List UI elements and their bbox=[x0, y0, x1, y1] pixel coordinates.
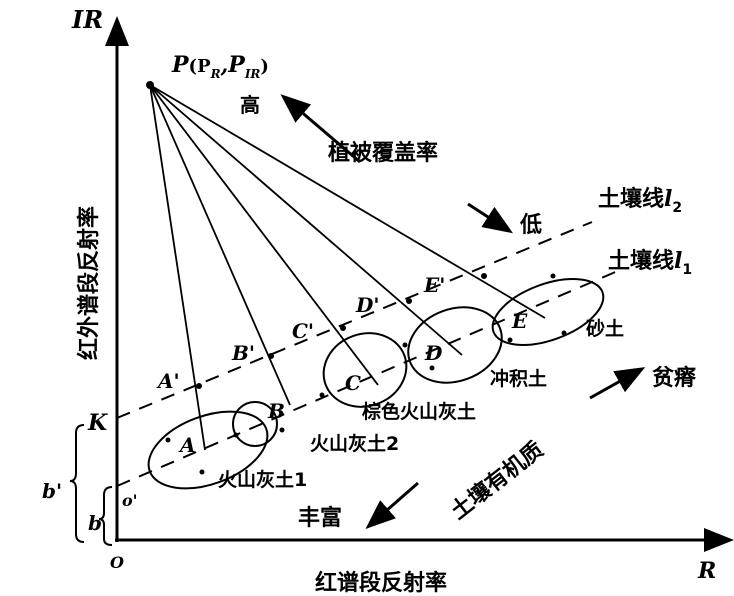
point-d-label: D bbox=[424, 341, 443, 365]
vegetation-low-label: 低 bbox=[519, 213, 542, 238]
b-prime-label: b' bbox=[42, 479, 62, 503]
origin-label: O bbox=[110, 553, 124, 572]
soil-label-5: 砂土 bbox=[586, 318, 624, 340]
vegetation-high-label: 高 bbox=[240, 93, 260, 117]
y-axis-label: IR bbox=[71, 5, 103, 34]
point-c-label: C bbox=[345, 371, 361, 395]
point-b-prime-label: B' bbox=[231, 341, 255, 365]
soil-label-3: 棕色火山灰土 bbox=[362, 400, 476, 423]
point-e-label: E bbox=[511, 309, 528, 333]
prime-points bbox=[196, 273, 487, 389]
arrow-up-right-icon bbox=[589, 367, 646, 400]
point-d-prime-label: D' bbox=[355, 293, 379, 317]
b-prime-brace bbox=[69, 424, 85, 543]
vegetation-title: 植被覆盖率 bbox=[328, 140, 438, 166]
x-axis-title: 红谱段反射率 bbox=[315, 570, 447, 596]
point-a-label: A bbox=[178, 433, 196, 457]
point-e-prime-label: E' bbox=[423, 273, 445, 297]
soil-dots bbox=[165, 273, 567, 475]
soil-line-l1 bbox=[116, 269, 621, 487]
b-label: b bbox=[88, 511, 102, 535]
b-brace bbox=[98, 486, 113, 546]
soil-line-l2-label: 土壤线l2 bbox=[598, 186, 682, 216]
point-a-prime-label: A' bbox=[156, 369, 180, 393]
projection-lines bbox=[149, 84, 546, 451]
soil-line-l1-label: 土壤线l1 bbox=[608, 248, 692, 278]
organic-rich-label: 丰富 bbox=[298, 505, 342, 531]
o-prime-label: o' bbox=[122, 491, 138, 510]
arrow-down-left-icon bbox=[365, 481, 419, 529]
arrow-down-right-icon bbox=[467, 202, 514, 234]
arrow-up-left-icon bbox=[280, 94, 361, 164]
organic-title: 土壤有机质 bbox=[446, 437, 549, 525]
k-label: K bbox=[87, 410, 108, 436]
soil-label-2: 火山灰土2 bbox=[310, 432, 399, 455]
y-axis-title: 红外谱段反射率 bbox=[76, 206, 102, 360]
point-p-label: P(PR,PIR) bbox=[171, 52, 269, 81]
organic-poor-label: 贫瘠 bbox=[652, 365, 697, 391]
soil-ellipses bbox=[147, 278, 605, 490]
point-c-prime-label: C' bbox=[292, 319, 314, 343]
x-axis-label: R bbox=[697, 558, 716, 584]
soil-label-1: 火山灰土1 bbox=[218, 468, 307, 491]
soil-label-4: 冲积土 bbox=[490, 367, 547, 390]
point-b-label: B bbox=[267, 399, 285, 423]
